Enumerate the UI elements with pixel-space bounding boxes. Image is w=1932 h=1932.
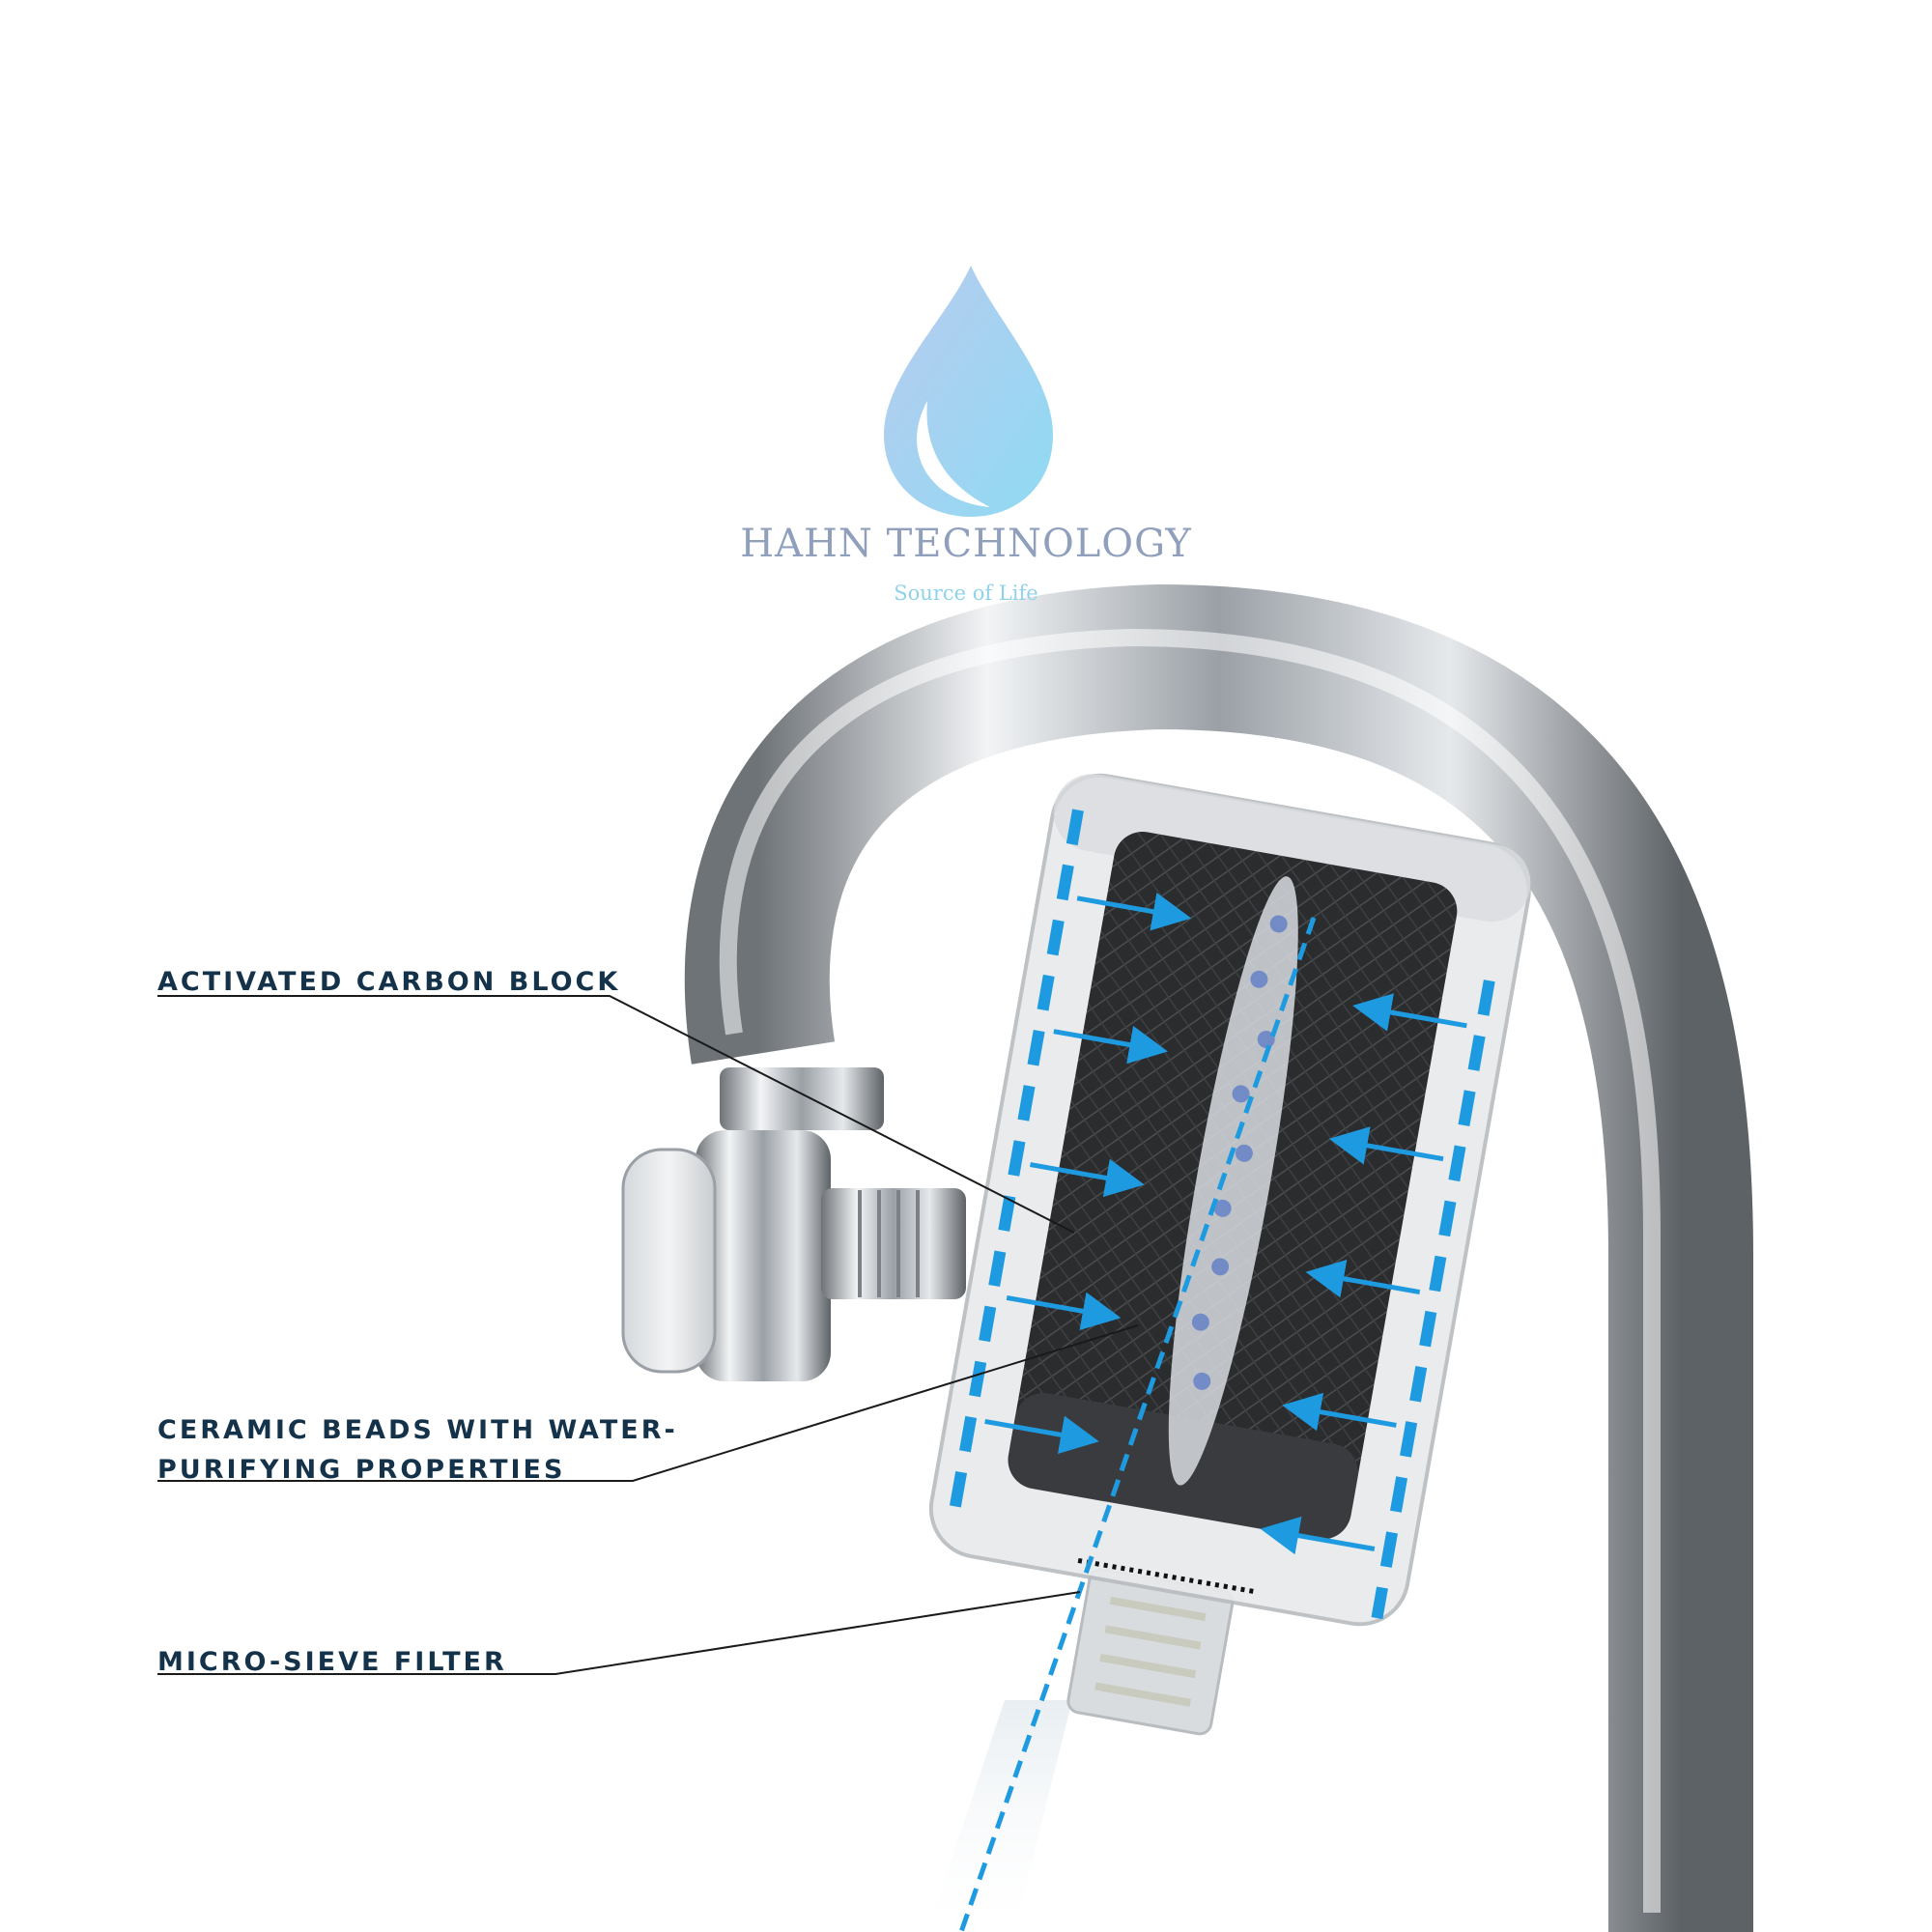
- diverter-valve: [621, 1067, 966, 1381]
- callout-line: CERAMIC BEADS WITH WATER-: [157, 1415, 678, 1445]
- flow-arrow-icon: [984, 1415, 1099, 1455]
- micro-sieve: [1077, 1557, 1255, 1594]
- flow-arrow-icon: [1260, 1516, 1376, 1555]
- flow-arrow-icon: [1352, 993, 1467, 1032]
- brand-name: HAHN TECHNOLOGY: [740, 522, 1192, 566]
- ceramic-beads: [1191, 915, 1288, 1390]
- callout-leaders: [157, 995, 1139, 1675]
- callout-line: ACTIVATED CARBON BLOCK: [157, 967, 621, 997]
- flow-arrow-icon: [1053, 1025, 1168, 1065]
- flow-arrow-icon: [1076, 893, 1192, 931]
- flow-arrows-right: [1260, 993, 1467, 1555]
- callout-line: PURIFYING PROPERTIES: [157, 1455, 566, 1485]
- faucet-spout: [684, 583, 1753, 1932]
- callout-activated-carbon-block: ACTIVATED CARBON BLOCK: [157, 962, 620, 1002]
- brand-tagline: Source of Life: [894, 582, 1038, 605]
- filter-housing: [928, 773, 1531, 1736]
- flow-arrow-icon: [1328, 1126, 1444, 1165]
- flow-arrow-icon: [1006, 1292, 1122, 1331]
- water-drop-logo-icon: [884, 266, 1053, 517]
- flow-arrow-icon: [1282, 1392, 1397, 1432]
- flow-axis: [958, 917, 1317, 1932]
- flow-arrow-icon: [1305, 1260, 1421, 1298]
- callout-micro-sieve-filter: MICRO-SIEVE FILTER: [157, 1642, 507, 1682]
- callout-line: MICRO-SIEVE FILTER: [157, 1647, 507, 1677]
- flow-arrows-left: [984, 893, 1192, 1455]
- ceramic-bead-column: [1168, 876, 1298, 1486]
- flow-arrow-icon: [1030, 1158, 1145, 1198]
- callout-ceramic-beads: CERAMIC BEADS WITH WATER- PURIFYING PROP…: [157, 1410, 678, 1490]
